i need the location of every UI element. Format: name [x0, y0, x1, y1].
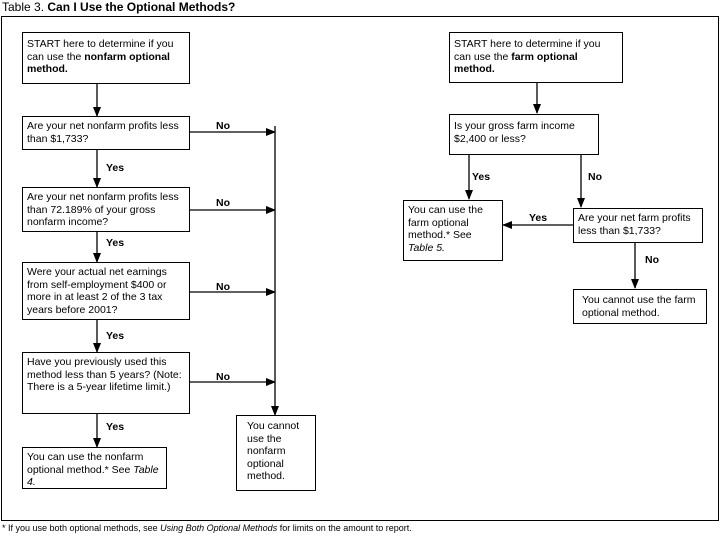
farm-start-text: START here to determine if you can use t…	[454, 38, 601, 63]
label-farm-q1-no: No	[588, 171, 602, 183]
nonfarm-q3-text: Were your actual net earnings from self-…	[27, 266, 167, 316]
nonfarm-start-box: START here to determine if you can use t…	[22, 32, 190, 84]
nonfarm-q4-text: Have you previously used this method les…	[27, 356, 182, 393]
table-title: Table 3. Can I Use the Optional Methods?	[2, 0, 235, 14]
label-farm-q2-no: No	[645, 254, 659, 266]
label-q1-yes: Yes	[106, 162, 125, 174]
nonfarm-can-use-box: You can use the nonfarm optional method.…	[22, 447, 167, 489]
nonfarm-cannot-text: You cannot use the nonfarm optional meth…	[247, 420, 300, 482]
footnote-suffix: for limits on the amount to report.	[279, 523, 412, 533]
nonfarm-cannot-box: You cannot use the nonfarm optional meth…	[236, 415, 316, 491]
label-q2-yes: Yes	[106, 237, 125, 249]
farm-table-ref: Table 5.	[408, 241, 445, 254]
diagram-frame	[1, 16, 719, 521]
farm-q2-text: Are your net farm profits less than $1,7…	[578, 212, 691, 237]
farm-start-bold: farm optional method.	[454, 50, 578, 76]
nonfarm-start-bold: nonfarm optional method.	[27, 50, 170, 76]
farm-can-use-box: You can use the farm optional method.* S…	[403, 200, 503, 261]
footnote-ref: Using Both Optional Methods	[160, 523, 278, 533]
nonfarm-q4-box: Have you previously used this method les…	[22, 352, 190, 414]
footnote: * If you use both optional methods, see …	[2, 522, 412, 534]
nonfarm-q1-box: Are your net nonfarm profits less than $…	[22, 116, 190, 150]
farm-q1-box: Is your gross farm income $2,400 or less…	[449, 114, 599, 155]
table-title-text: Can I Use the Optional Methods?	[47, 0, 236, 14]
farm-cannot-text: You cannot use the farm optional method.	[582, 294, 696, 319]
nonfarm-can-use-text: You can use the nonfarm optional method.…	[27, 451, 144, 476]
footnote-prefix: * If you use both optional methods, see	[2, 523, 158, 533]
nonfarm-start-text: START here to determine if you can use t…	[27, 38, 174, 63]
nonfarm-q2-box: Are your net nonfarm profits less than 7…	[22, 187, 190, 232]
nonfarm-q2-text: Are your net nonfarm profits less than 7…	[27, 191, 179, 228]
farm-can-use-text: You can use the farm optional method.* S…	[408, 204, 483, 241]
nonfarm-q1-text: Are your net nonfarm profits less than $…	[27, 120, 179, 145]
farm-q1-text: Is your gross farm income $2,400 or less…	[454, 120, 575, 145]
farm-cannot-box: You cannot use the farm optional method.	[573, 289, 707, 324]
nonfarm-q3-box: Were your actual net earnings from self-…	[22, 262, 190, 320]
label-farm-q1-yes: Yes	[472, 171, 491, 183]
table-number: Table 3.	[2, 0, 45, 14]
label-q2-no: No	[216, 197, 230, 209]
label-q1-no: No	[216, 120, 230, 132]
label-q4-yes: Yes	[106, 421, 125, 433]
label-q4-no: No	[216, 371, 230, 383]
nonfarm-table-ref: Table 4.	[27, 463, 159, 489]
label-q3-yes: Yes	[106, 330, 125, 342]
farm-q2-box: Are your net farm profits less than $1,7…	[573, 208, 703, 243]
label-farm-q2-yes: Yes	[529, 212, 548, 224]
label-q3-no: No	[216, 281, 230, 293]
farm-start-box: START here to determine if you can use t…	[449, 32, 623, 83]
